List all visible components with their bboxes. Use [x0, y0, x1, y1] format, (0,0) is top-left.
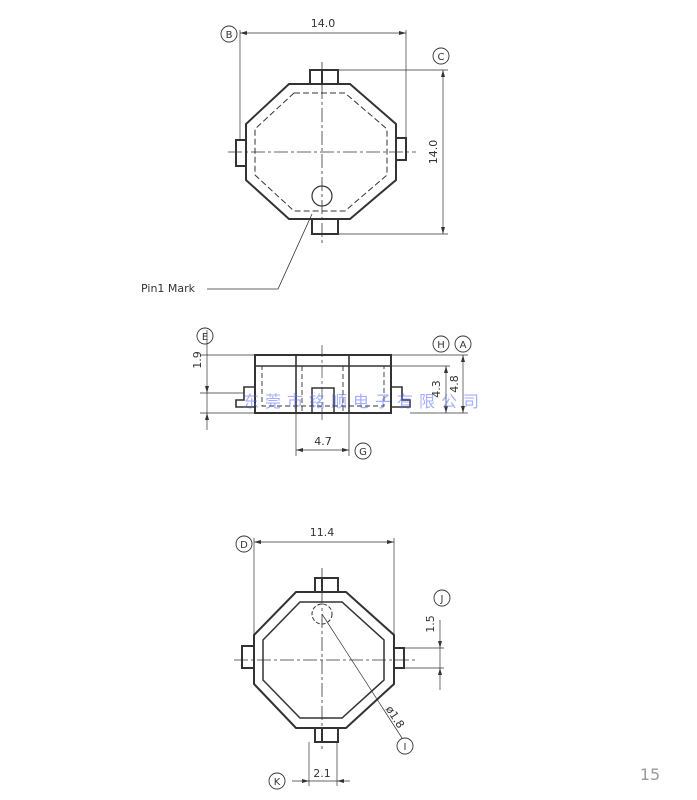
page-number: 15: [640, 765, 660, 784]
top-octagon-outer: [245, 83, 397, 220]
top-tab-top: [309, 69, 339, 84]
top-tab-bottom: [311, 219, 339, 235]
top-height-dim: 14.0: [427, 140, 440, 165]
label-b: B: [226, 30, 233, 41]
label-a: A: [460, 340, 467, 351]
pin1-leader: [207, 213, 313, 290]
pin1-mark-label: Pin1 Mark: [141, 282, 196, 295]
bottom-dim-1-5: 1.5: [424, 615, 437, 633]
side-dim-4-7: 4.7: [314, 435, 332, 448]
label-h: H: [437, 340, 445, 351]
side-dim-4-8: 4.8: [448, 375, 461, 393]
pin1-mark-circle: [311, 185, 333, 207]
side-dim-4-3: 4.3: [430, 380, 443, 398]
bottom-dim-2-1: 2.1: [313, 767, 331, 780]
label-g: G: [359, 447, 367, 458]
side-dim-1-9: 1.9: [191, 351, 204, 369]
label-k: K: [274, 777, 281, 788]
label-c: C: [438, 52, 445, 63]
label-d: D: [240, 540, 248, 551]
label-i: I: [404, 742, 407, 753]
label-j: J: [440, 594, 444, 605]
top-octagon-inner: [254, 92, 388, 212]
bottom-width-dim: 11.4: [310, 526, 335, 539]
bottom-view: [234, 535, 451, 790]
bottom-hole-dim: ø1.8: [383, 703, 407, 730]
bottom-octagon-inner: [262, 601, 385, 719]
hole-leader: [321, 613, 403, 739]
top-view: [207, 25, 450, 290]
bottom-hole: [311, 603, 333, 625]
watermark: 东莞市铭顺电子有限公司: [243, 392, 485, 411]
bottom-octagon-outer: [253, 591, 395, 729]
top-tab-left: [235, 139, 246, 167]
side-view: [196, 327, 472, 460]
top-width-dim: 14.0: [311, 17, 336, 30]
top-tab-right: [396, 137, 407, 161]
label-e: E: [202, 332, 208, 343]
